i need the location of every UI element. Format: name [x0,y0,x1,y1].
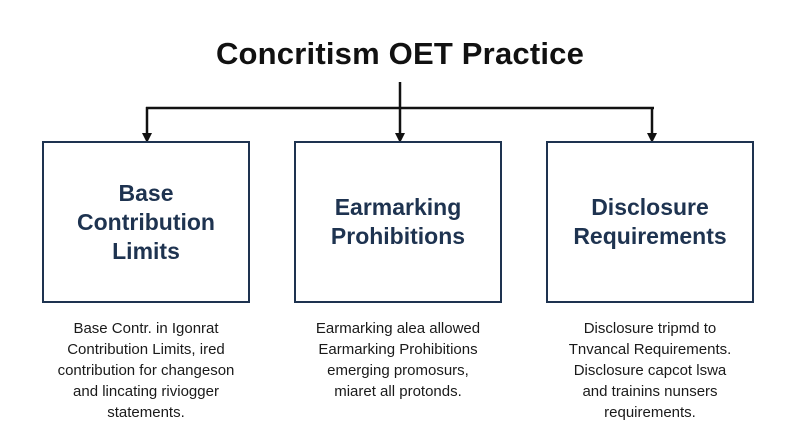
diagram-title: Concritism OET Practice [215,36,585,71]
box-earmarking-prohibitions: Earmarking Prohibitions [294,141,502,303]
description-disclosure-requirements: Disclosure tripmd to Tnvancal Requiremen… [568,320,732,421]
box-label: Base Contribution Limits [77,179,215,264]
box-disclosure-requirements: Disclosure Requirements [546,141,754,303]
description-base-contribution-limits: Base Contr. in Igonrat Contribution Limi… [57,320,235,421]
box-base-contribution-limits: Base Contribution Limits [42,141,250,303]
box-label: Earmarking Prohibitions [330,194,466,249]
box-label: Disclosure Requirements [573,194,727,249]
description-earmarking-prohibitions: Earmarking alea allowed Earmarking Prohi… [315,320,481,400]
